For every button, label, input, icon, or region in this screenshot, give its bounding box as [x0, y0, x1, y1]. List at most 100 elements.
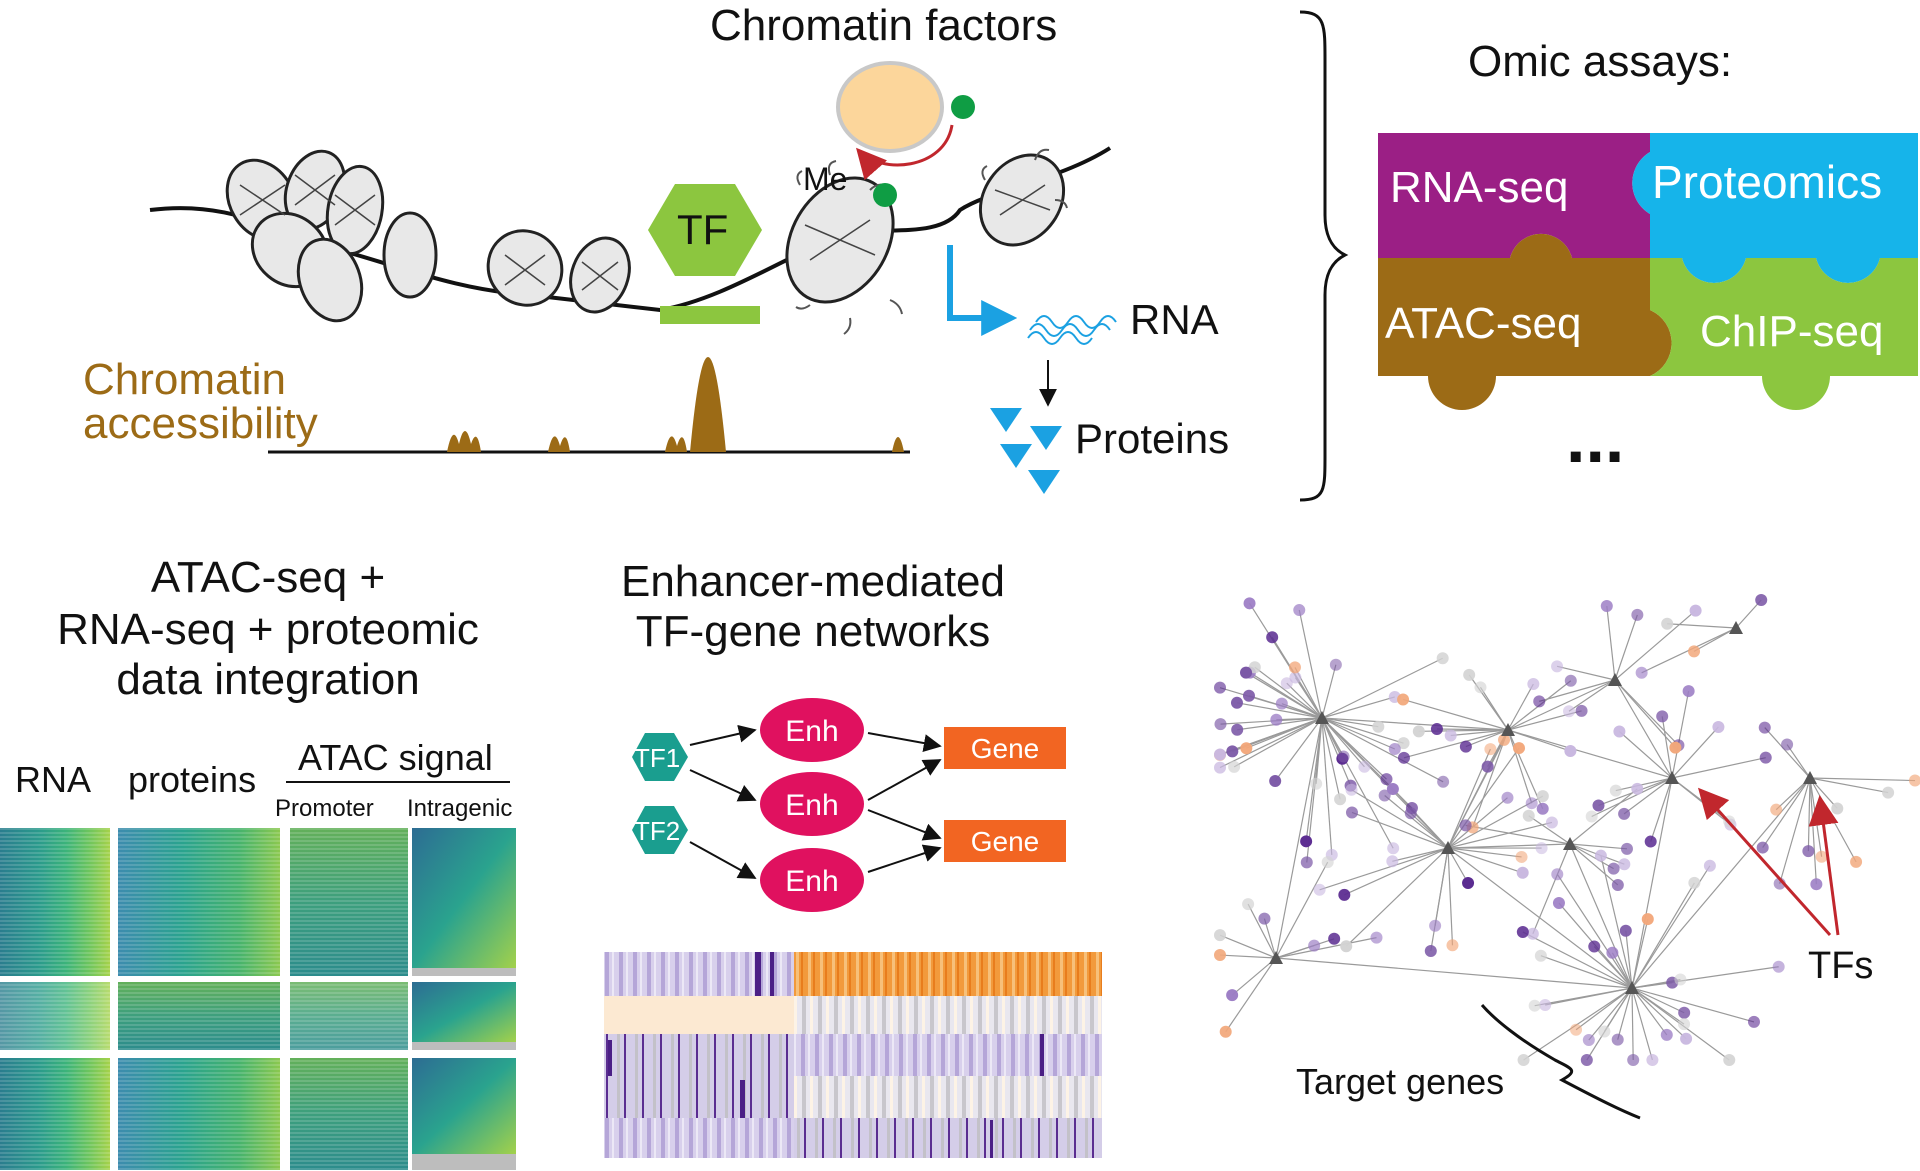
- tf-hub-node: [1269, 951, 1283, 964]
- methyl-dot: [873, 183, 897, 207]
- target-gene-node: [1334, 793, 1347, 806]
- target-gene-node: [1270, 713, 1283, 726]
- graph-edge: [1631, 777, 1673, 989]
- chromatin-schematic: Me Chromatin factors TF RNA Proteins Chr…: [83, 1, 1229, 494]
- target-gene-node: [1703, 859, 1716, 872]
- graph-edge: [1615, 777, 1673, 792]
- promoter-heatmap: [290, 828, 408, 1170]
- graph-edge: [1245, 672, 1323, 719]
- target-gene-node: [1378, 789, 1391, 802]
- graph-edge: [1809, 777, 1857, 863]
- tf2-node: TF2: [632, 806, 688, 854]
- col-proteins-label: proteins: [128, 759, 256, 800]
- target-gene-node: [1600, 600, 1613, 613]
- target-gene-node: [1214, 761, 1226, 774]
- target-gene-node: [1609, 784, 1622, 797]
- col-atac-label: ATAC signal: [298, 737, 493, 778]
- graph-edge: [1275, 717, 1323, 959]
- target-gene-node: [1338, 888, 1351, 901]
- target-gene-node: [1386, 855, 1399, 868]
- graph-edge: [1351, 811, 1449, 849]
- target-gene-node: [1781, 738, 1794, 751]
- graph-edge: [1231, 957, 1277, 996]
- target-gene-node: [1516, 866, 1529, 879]
- tf1-label: TF1: [634, 743, 680, 773]
- graph-edge: [1779, 777, 1811, 884]
- target-gene-node: [1462, 876, 1475, 889]
- graph-edge: [1631, 987, 1687, 1040]
- graph-edge: [1274, 717, 1323, 782]
- curly-brace: [1299, 10, 1349, 502]
- target-gene-node: [1231, 723, 1244, 736]
- graph-edge: [1219, 934, 1277, 959]
- target-gene-node: [1563, 705, 1576, 718]
- svg-text:Enh: Enh: [785, 715, 838, 748]
- integration-panel: ATAC-seq + RNA-seq + proteomic data inte…: [0, 553, 516, 1170]
- graph-edge: [1246, 717, 1323, 749]
- target-gene-node: [1527, 678, 1540, 691]
- graph-edge: [1614, 679, 1673, 779]
- target-gene-node: [1226, 989, 1239, 1002]
- target-gene-node: [1770, 803, 1783, 816]
- target-gene-node: [1644, 835, 1657, 848]
- graph-edge: [1568, 679, 1616, 712]
- graph-edge: [1809, 777, 1916, 782]
- sub-promoter-label: Promoter: [275, 795, 374, 822]
- graph-edge: [1807, 777, 1811, 852]
- target-gene-node: [1660, 1028, 1673, 1041]
- target-gene-node: [1575, 704, 1588, 717]
- graph-edge: [1764, 727, 1811, 779]
- graph-edge: [1809, 777, 1889, 794]
- target-gene-node: [1230, 696, 1243, 709]
- chromatin-factors-title: Chromatin factors: [710, 1, 1057, 50]
- target-gene-node: [1772, 960, 1785, 973]
- methylation-arrow: [856, 124, 954, 181]
- methyl-dot-2: [951, 95, 975, 119]
- target-gene-node: [1484, 743, 1497, 756]
- target-gene-node: [1627, 1054, 1640, 1066]
- target-gene-node: [1501, 791, 1514, 804]
- target-gene-node: [1214, 681, 1226, 694]
- graph-edge: [1809, 777, 1817, 885]
- graph-edge: [1447, 847, 1633, 989]
- target-gene-node: [1678, 1018, 1691, 1031]
- target-gene-node: [1613, 725, 1626, 738]
- target-gene-node: [1288, 661, 1301, 674]
- protein-triangles: [990, 408, 1062, 494]
- proteomics-label: Proteomics: [1652, 156, 1882, 208]
- graph-edge: [1344, 847, 1449, 896]
- me-label: Me: [803, 161, 847, 197]
- target-gene-node: [1240, 742, 1253, 755]
- tf-hub-node: [1625, 981, 1639, 994]
- target-gene-node: [1620, 842, 1633, 855]
- target-gene-node: [1430, 723, 1443, 736]
- target-gene-node: [1300, 856, 1313, 869]
- graph-edge: [1631, 987, 1668, 1036]
- graph-edge: [1507, 683, 1534, 731]
- accessibility-label-2: accessibility: [83, 399, 318, 448]
- target-gene-node: [1404, 807, 1417, 820]
- target-gene-node: [1646, 1054, 1659, 1066]
- target-gene-node: [1661, 617, 1674, 630]
- target-gene-node: [1289, 671, 1302, 684]
- graph-edge: [1447, 729, 1509, 849]
- svg-text:Gene: Gene: [971, 826, 1040, 857]
- enh-node-1: Enh: [760, 698, 864, 762]
- graph-edge: [1447, 747, 1520, 849]
- target-gene-node: [1536, 802, 1549, 815]
- target-gene-node: [1606, 946, 1619, 959]
- target-gene-node: [1280, 677, 1293, 690]
- graph-edge: [1532, 843, 1571, 935]
- svg-text:Gene: Gene: [971, 733, 1040, 764]
- graph-edge: [1321, 717, 1404, 744]
- graph-edge: [1671, 690, 1690, 779]
- graph-edge: [1219, 954, 1277, 959]
- target-gene-node: [1214, 748, 1226, 761]
- tf-hub-node: [1608, 673, 1622, 686]
- graph-edge: [1631, 882, 1695, 989]
- graph-edge: [1447, 797, 1508, 849]
- target-gene-node: [1498, 733, 1511, 746]
- graph-edge: [1631, 987, 1755, 1023]
- target-gene-node: [1313, 883, 1326, 896]
- graph-edge: [1402, 698, 1509, 731]
